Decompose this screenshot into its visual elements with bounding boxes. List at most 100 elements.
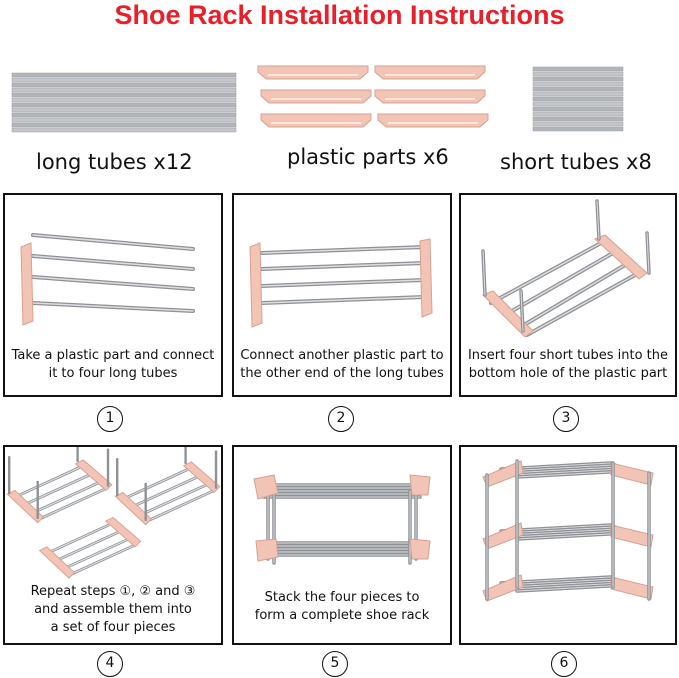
step-4-caption-line: a set of four pieces: [50, 620, 176, 635]
plastic-part: [409, 538, 431, 560]
tube-highlight: [39, 487, 107, 520]
step-6-panel: [459, 445, 677, 645]
plastic-part: [377, 113, 489, 128]
tube-highlight: [526, 274, 636, 336]
tube-highlight: [490, 242, 602, 304]
plastic-part: [419, 238, 433, 318]
tube-highlight: [504, 526, 616, 534]
tube-highlight: [261, 279, 425, 287]
long-tube: [11, 82, 237, 88]
tube-highlight: [516, 584, 628, 592]
tube-highlight: [139, 484, 207, 516]
tube-highlight: [120, 469, 188, 501]
step-5-number: 5: [322, 651, 348, 677]
tube-highlight: [504, 578, 616, 586]
long-tube: [11, 72, 237, 78]
step-3-caption-line: Insert four short tubes into the: [467, 348, 669, 363]
step-5-illustration: [253, 474, 431, 565]
plastic-part: [260, 89, 372, 104]
tube-highlight: [70, 544, 136, 575]
step-5-panel: Stack the four pieces to form a complete…: [232, 445, 452, 645]
tube-highlight: [520, 290, 524, 332]
step-2-number: 2: [328, 406, 354, 432]
plastic-part: [374, 89, 486, 104]
tube-highlight: [32, 276, 194, 290]
step-2-caption-line: the other end of the long tubes: [240, 366, 444, 381]
step-4-caption-line: Repeat steps ①, ② and ③: [30, 584, 196, 599]
plastic-part: [610, 576, 654, 600]
short-tube: [532, 91, 624, 97]
short-tubes-label: short tubes x8: [500, 150, 652, 174]
short-tube: [532, 76, 624, 82]
plastic-parts-illustration: [257, 65, 489, 128]
tube-highlight: [32, 255, 194, 270]
tube-highlight: [508, 528, 620, 536]
step-3-caption-line: bottom hole of the plastic part: [468, 366, 668, 381]
step-1-caption-line: Take a plastic part and connect: [11, 348, 215, 363]
plastic-part: [610, 462, 654, 486]
tube-highlight: [512, 530, 624, 538]
step-4-panel: Repeat steps ①, ② and ③ and assemble the…: [3, 445, 223, 645]
tube-highlight: [512, 582, 624, 590]
short-tube: [532, 106, 624, 112]
tube-highlight: [512, 468, 624, 476]
rack-piece: [6, 447, 113, 524]
plastic-part: [38, 546, 76, 579]
tube-highlight: [31, 482, 99, 514]
step-3-caption: Insert four short tubes into the bottom …: [461, 347, 675, 383]
long-tube: [11, 102, 237, 108]
plastic-part: [482, 290, 534, 338]
step-4-number: 4: [97, 651, 123, 677]
long-tube: [11, 117, 237, 123]
plastic-part: [104, 516, 142, 548]
step-1-caption: Take a plastic part and connect it to fo…: [5, 347, 221, 383]
step-4-caption-line: and assemble them into: [34, 602, 192, 617]
page-title: Shoe Rack Installation Instructions: [114, 0, 565, 30]
long-tube: [11, 107, 237, 113]
step-6-number: 6: [551, 651, 577, 677]
long-tube: [11, 97, 237, 103]
step-2-caption-line: Connect another plastic part to: [240, 348, 444, 363]
long-tube: [11, 77, 237, 83]
step-3-illustration: [481, 199, 651, 338]
plastic-part: [255, 538, 279, 562]
plastic-part: [374, 65, 486, 80]
tube-highlight: [261, 262, 425, 270]
short-tube: [532, 66, 624, 72]
tube-highlight: [518, 264, 626, 329]
short-tube: [532, 81, 624, 87]
short-tube: [532, 126, 624, 132]
short-tube: [532, 86, 624, 92]
tube-highlight: [508, 580, 620, 588]
plastic-part: [594, 234, 648, 280]
tube-highlight: [12, 467, 80, 499]
tube-highlight: [516, 532, 628, 540]
long-tube: [11, 127, 237, 133]
tube-highlight: [508, 466, 620, 474]
tube-highlight: [261, 246, 425, 254]
step-3-panel: Insert four short tubes into the bottom …: [459, 193, 677, 397]
short-tube: [532, 116, 624, 122]
plastic-part: [260, 113, 372, 128]
step-1-panel: Take a plastic part and connect it to fo…: [3, 193, 223, 397]
long-tubes-label: long tubes x12: [36, 150, 193, 174]
short-tube: [532, 111, 624, 117]
step-3-number: 3: [553, 406, 579, 432]
step-6-illustration: [482, 459, 654, 602]
long-tube: [11, 92, 237, 98]
short-tube: [532, 71, 624, 77]
tube-highlight: [63, 538, 129, 570]
short-tube: [532, 121, 624, 127]
rack-piece: [38, 516, 142, 579]
tube-highlight: [32, 302, 194, 312]
step-1-caption-line: it to four long tubes: [48, 366, 178, 381]
plastic-part: [114, 491, 153, 526]
plastic-part: [610, 524, 654, 548]
plastic-parts-label: plastic parts x6: [287, 145, 449, 169]
tube-highlight: [261, 296, 425, 304]
plastic-part: [257, 65, 369, 80]
plastic-part: [6, 489, 45, 524]
tube-highlight: [516, 470, 628, 478]
tube-highlight: [130, 476, 198, 509]
tube-highlight: [44, 524, 110, 555]
